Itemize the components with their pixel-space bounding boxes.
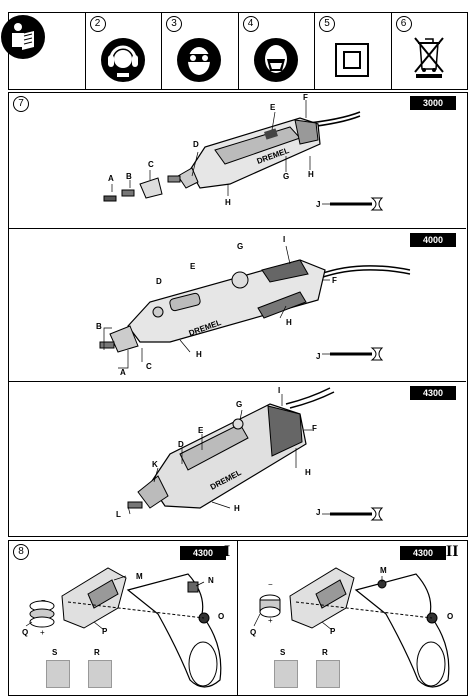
label-O: O xyxy=(447,612,454,621)
label-I: I xyxy=(278,386,281,395)
symbol-cell-2: 2 xyxy=(86,13,162,89)
battery-cover-left-illustration xyxy=(25,567,222,688)
label-D: D xyxy=(178,440,184,449)
model-badge-4300: 4300 xyxy=(410,386,456,400)
label-S: S xyxy=(52,648,58,657)
label-R: R xyxy=(322,648,328,657)
label-G: G xyxy=(283,172,290,181)
label-Q: Q xyxy=(250,628,257,637)
label-A: A xyxy=(120,368,126,377)
label-H: H xyxy=(286,318,292,327)
label-M: M xyxy=(136,572,143,581)
weee-bin-icon xyxy=(413,37,444,78)
label-F: F xyxy=(332,276,337,285)
label-F: F xyxy=(312,424,317,433)
tool-4000-illustration: DREMEL xyxy=(99,245,411,369)
figure-number: 5 xyxy=(319,16,335,32)
ear-protection-icon xyxy=(100,38,145,82)
variant-numeral: II xyxy=(446,543,459,560)
figure-number: 7 xyxy=(13,96,29,112)
label-D: D xyxy=(193,140,199,149)
label-G: G xyxy=(236,400,243,409)
label-F: F xyxy=(303,93,308,102)
symbol-cell-6: 6 xyxy=(392,13,468,89)
model-badge-4300: 4300 xyxy=(400,546,446,560)
battery-cover-right-illustration xyxy=(253,567,450,688)
divider xyxy=(237,541,238,695)
label-R: R xyxy=(94,648,100,657)
label-A: A xyxy=(108,174,114,183)
label-P: P xyxy=(102,627,108,636)
read-manual-icon xyxy=(1,15,45,59)
figure-number: 4 xyxy=(242,16,259,32)
plus-sign: + xyxy=(268,616,273,625)
double-insulation-icon xyxy=(335,43,369,77)
battery-pack-S xyxy=(274,660,298,688)
label-E: E xyxy=(190,262,196,271)
divider xyxy=(8,381,466,382)
dust-mask-icon xyxy=(253,38,298,82)
plus-sign: + xyxy=(40,628,45,637)
label-H: H xyxy=(234,504,240,513)
label-J: J xyxy=(316,352,321,361)
safety-symbols-row: 1 2 3 xyxy=(1,12,468,90)
label-K: K xyxy=(152,460,158,469)
label-P: P xyxy=(330,627,336,636)
label-S: S xyxy=(280,648,286,657)
figure-8-panel: 8 xyxy=(8,540,468,696)
figure-number: 3 xyxy=(166,16,182,32)
label-B: B xyxy=(96,322,102,331)
model-badge-3000: 3000 xyxy=(410,96,456,110)
label-M: M xyxy=(380,566,387,575)
divider xyxy=(8,228,466,229)
eye-protection-icon xyxy=(177,38,221,82)
figure-number: 8 xyxy=(13,544,29,560)
tool-3000-illustration: DREMEL xyxy=(103,100,384,211)
battery-pack-R xyxy=(316,660,340,688)
label-D: D xyxy=(156,277,162,286)
battery-pack-R xyxy=(88,660,112,688)
label-E: E xyxy=(270,103,276,112)
label-H: H xyxy=(308,170,314,179)
model-badge-4300: 4300 xyxy=(180,546,226,560)
label-I: I xyxy=(283,235,286,244)
variant-numeral: I xyxy=(224,543,231,560)
label-O: O xyxy=(218,612,225,621)
label-J: J xyxy=(316,508,321,517)
symbol-cell-5: 5 xyxy=(315,13,392,89)
label-J: J xyxy=(316,200,321,209)
label-H: H xyxy=(305,468,311,477)
minus-sign: − xyxy=(41,596,46,605)
model-badge-4000: 4000 xyxy=(410,233,456,247)
figure-number: 2 xyxy=(89,16,106,32)
symbol-cell-1: 1 xyxy=(1,13,86,89)
label-N: N xyxy=(208,576,214,585)
label-G: G xyxy=(237,242,244,251)
label-C: C xyxy=(146,362,152,371)
label-Q: Q xyxy=(22,628,29,637)
battery-pack-S xyxy=(46,660,70,688)
label-C: C xyxy=(148,160,154,169)
tool-4300-illustration: DREMEL xyxy=(127,387,384,521)
label-B: B xyxy=(126,172,132,181)
minus-sign: − xyxy=(268,580,273,589)
figure-number: 6 xyxy=(395,16,412,32)
label-H: H xyxy=(225,198,231,207)
label-L: L xyxy=(116,510,121,519)
figure-7-panel: 7 xyxy=(8,92,468,537)
symbol-cell-4: 4 xyxy=(239,13,315,89)
symbol-cell-3: 3 xyxy=(162,13,239,89)
label-E: E xyxy=(198,426,204,435)
label-H: H xyxy=(196,350,202,359)
